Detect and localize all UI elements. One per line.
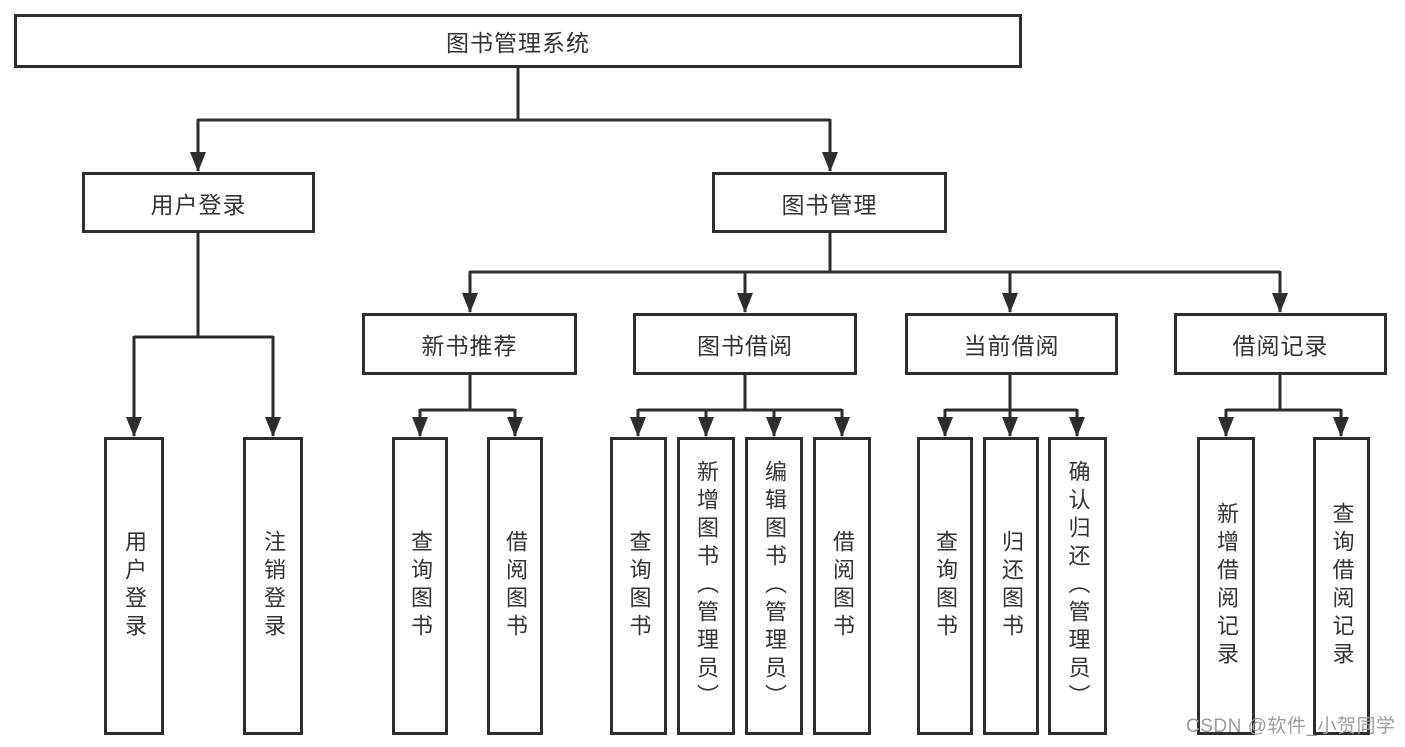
node-new-book-recommend: 新书推荐: [362, 313, 577, 375]
node-label: 借阅记录: [1232, 333, 1329, 359]
node-label: 归还图书: [999, 530, 1024, 642]
node-label: 借阅图书: [503, 530, 528, 642]
node-label: 新增图书（管理员）: [694, 460, 719, 712]
node-library-management-system: 图书管理系统: [14, 14, 1022, 68]
leaf-confirm-return-admin: 确认归还（管理员）: [1048, 437, 1107, 735]
node-label: 查询图书: [626, 530, 652, 642]
node-label: 编辑图书（管理员）: [762, 460, 787, 712]
node-label: 借阅图书: [830, 530, 855, 642]
leaf-edit-books-admin: 编辑图书（管理员）: [745, 437, 803, 735]
leaf-borrow-books: 借阅图书: [813, 437, 871, 735]
node-label: 注销登录: [261, 530, 286, 642]
node-label: 查询图书: [933, 530, 958, 642]
leaf-user-login: 用户登录: [104, 437, 164, 735]
leaf-return-books: 归还图书: [983, 437, 1039, 735]
node-label: 用户登录: [150, 191, 247, 218]
leaf-add-books-admin: 新增图书（管理员）: [677, 437, 735, 735]
leaf-logout-login: 注销登录: [243, 437, 303, 735]
csdn-watermark: CSDN @软件_小贺同学: [1186, 716, 1396, 737]
node-borrow-records: 借阅记录: [1174, 313, 1387, 375]
leaf-query-books: 查询图书: [917, 437, 973, 735]
node-label: 查询图书: [408, 530, 433, 642]
node-book-management: 图书管理: [712, 172, 947, 233]
leaf-query-books: 查询图书: [610, 437, 667, 735]
node-current-borrowing: 当前借阅: [905, 313, 1118, 375]
leaf-query-books: 查询图书: [392, 437, 448, 735]
node-label: 图书管理系统: [446, 30, 590, 56]
node-label: 图书借阅: [697, 333, 793, 359]
node-label: 确认归还（管理员）: [1065, 460, 1091, 712]
node-label: 当前借阅: [963, 333, 1060, 359]
leaf-query-borrow-record: 查询借阅记录: [1313, 437, 1370, 735]
node-label: 图书管理: [781, 191, 878, 218]
node-label: 用户登录: [122, 530, 147, 642]
node-book-borrowing: 图书借阅: [633, 313, 857, 375]
node-label: 查询借阅记录: [1329, 502, 1355, 670]
node-label: 新书推荐: [421, 333, 518, 359]
leaf-borrow-books: 借阅图书: [487, 437, 543, 735]
leaf-add-borrow-record: 新增借阅记录: [1197, 437, 1255, 735]
node-user-login: 用户登录: [82, 172, 315, 233]
node-label: 新增借阅记录: [1214, 502, 1239, 670]
